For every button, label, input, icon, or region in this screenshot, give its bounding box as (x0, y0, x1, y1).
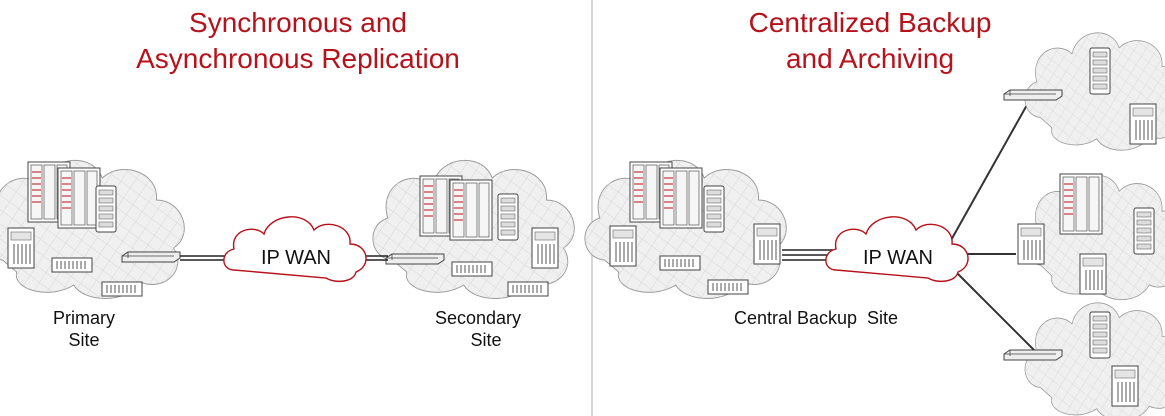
right-title-line1: Centralized Backup (749, 7, 992, 38)
central-site-label: Central Backup Site (734, 308, 898, 328)
right-title-line2: and Archiving (786, 43, 954, 74)
secondary-label-line1: Secondary (435, 308, 521, 328)
left-title-line1: Synchronous and (189, 7, 407, 38)
left-wan-label: IP WAN (261, 247, 331, 269)
primary-label-line2: Site (68, 330, 99, 350)
right-wan-label: IP WAN (863, 247, 933, 269)
primary-label-line1: Primary (53, 308, 115, 328)
remote-site-links (949, 95, 1041, 357)
secondary-label-line2: Site (470, 330, 501, 350)
left-title-line2: Asynchronous Replication (136, 43, 460, 74)
